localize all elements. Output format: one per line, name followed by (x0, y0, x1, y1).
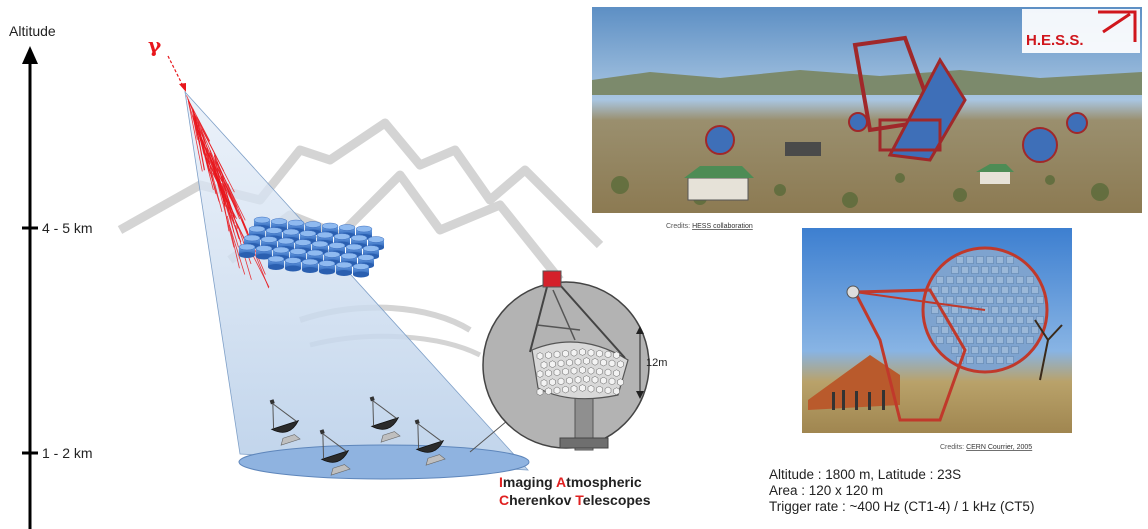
hess-logo-text: H.E.S.S. (1026, 32, 1084, 49)
credit-top-link[interactable]: HESS collaboration (692, 223, 753, 230)
hess-site-photo (592, 7, 1142, 213)
altitude-axis (22, 46, 38, 529)
iact-line1-part-1: maging (502, 474, 557, 490)
telescope-zoom-circle (482, 270, 650, 451)
tick-label-1-2km: 1 - 2 km (42, 445, 93, 461)
axis-title: Altitude (9, 23, 56, 39)
credit-bottom-link[interactable]: CERN Courrier, 2005 (966, 444, 1032, 451)
iact-line1-part-3: tmospheric (566, 474, 642, 490)
telescope-scale-label: 12m (646, 357, 667, 369)
camera-icon (542, 270, 562, 288)
cherenkov-light-cone (184, 90, 529, 471)
iact-line2-part-0: C (499, 492, 510, 508)
iact-line1-part-0: I (499, 474, 503, 490)
site-stats: Altitude : 1800 m, Latitude : 23S Area :… (769, 467, 1034, 515)
iact-label-line2: Cherenkov Telescopes (499, 491, 651, 509)
gamma-symbol: γ (148, 33, 162, 57)
atmosphere-cylinders (238, 216, 385, 278)
iact-line2-part-1: herenkov (509, 492, 576, 508)
tick-label-4-5km: 4 - 5 km (42, 220, 93, 236)
mirror-facets (536, 348, 624, 396)
axis-arrow-icon (22, 46, 38, 64)
iact-line1-part-2: A (556, 474, 567, 490)
telescope-closeup-photo (802, 228, 1072, 433)
gamma-arrow (167, 55, 186, 92)
light-pool-ellipse (238, 444, 530, 480)
credit-bottom: Credits: CERN Courrier, 2005 (940, 444, 1032, 451)
iact-label-line1: Imaging Atmospheric (499, 473, 651, 491)
iact-line2-part-3: elescopes (582, 492, 651, 508)
stat-trigger-rate: Trigger rate : ~400 Hz (CT1-4) / 1 kHz (… (769, 499, 1035, 514)
stat-area: Area : 120 x 120 m (769, 483, 884, 498)
credit-top: Credits: HESS collaboration (666, 223, 753, 230)
iact-line2-part-2: T (575, 492, 583, 508)
iact-label: Imaging Atmospheric Cherenkov Telescopes (499, 473, 651, 509)
ground-telescopes (269, 396, 446, 476)
stat-altitude: Altitude : 1800 m, Latitude : 23S (769, 467, 962, 482)
